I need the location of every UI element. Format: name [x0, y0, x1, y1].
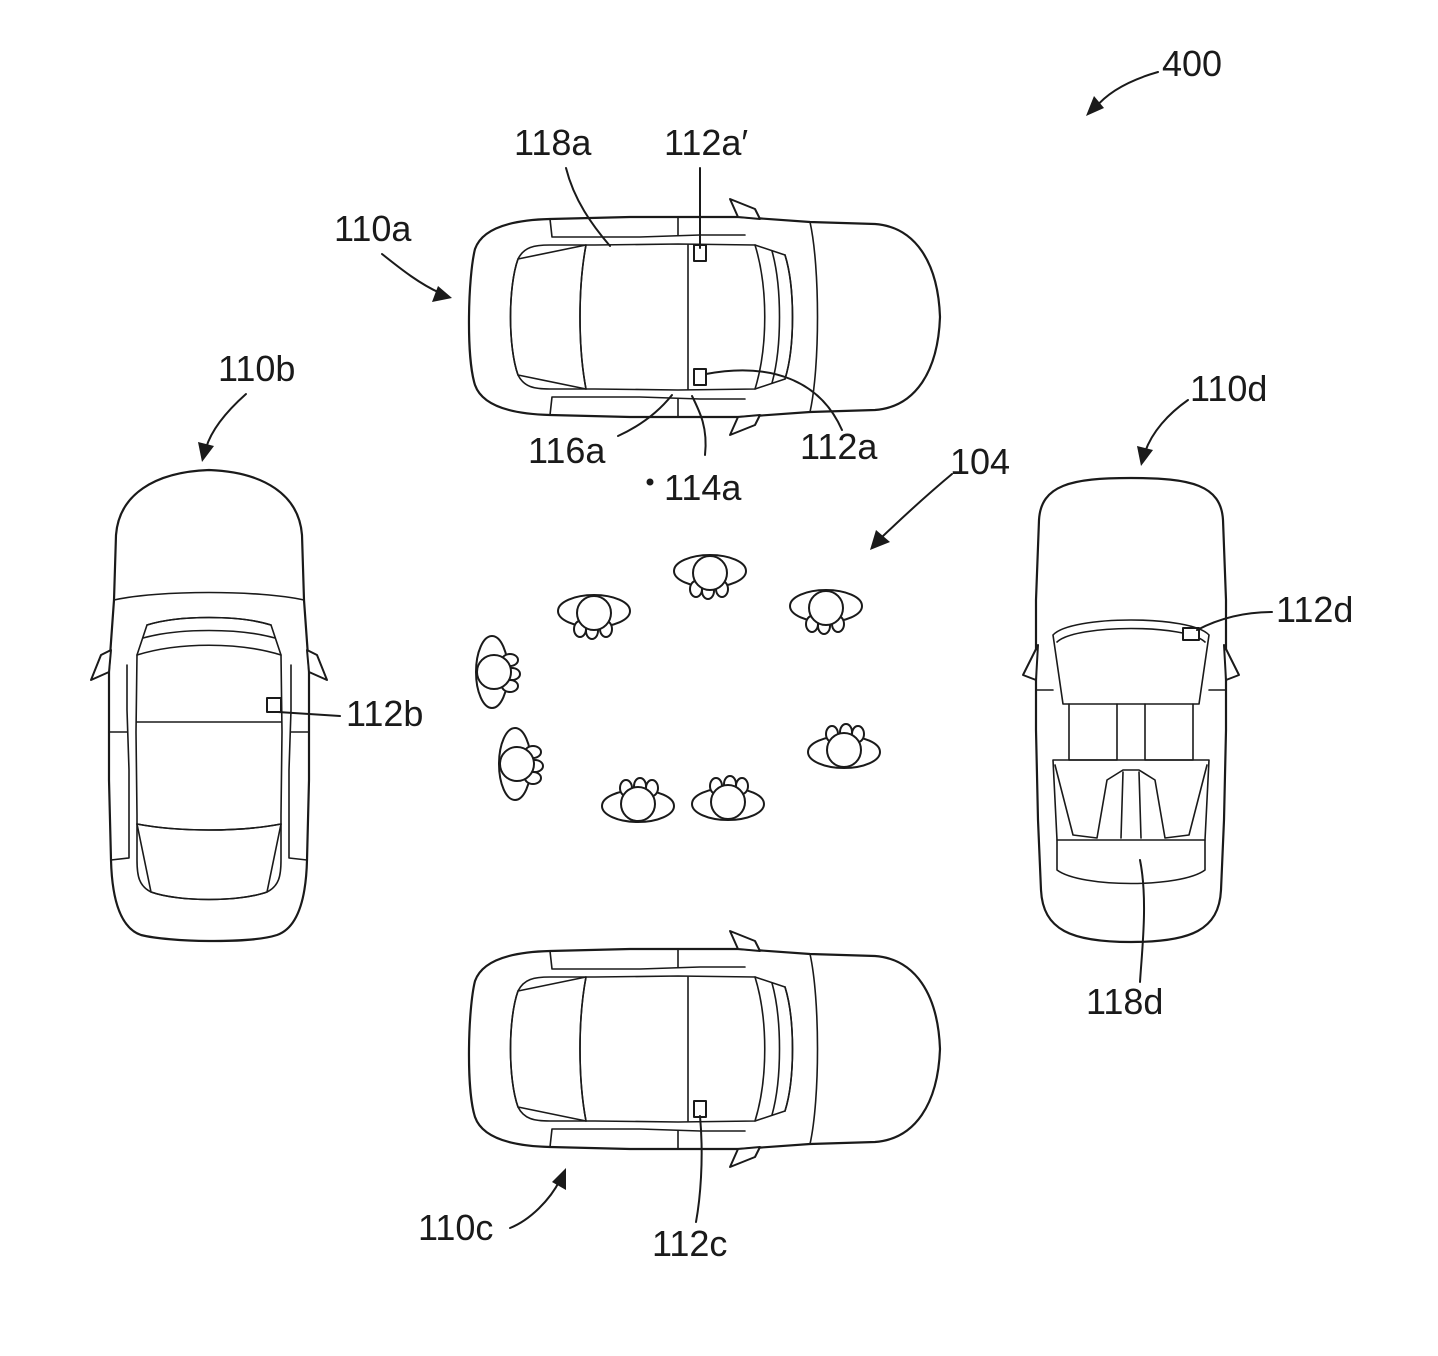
label-112a-prime: 112a′: [664, 122, 748, 163]
label-112d: 112d: [1276, 589, 1353, 630]
crowd-104: [475, 554, 881, 823]
vehicle-110d: [1022, 476, 1240, 944]
label-110d: 110d: [1190, 368, 1267, 409]
label-112c: 112c: [652, 1223, 727, 1264]
vehicle-110a: [467, 197, 942, 437]
label-104: 104: [950, 441, 1010, 482]
leader-lines: [198, 71, 1273, 1229]
label-118a: 118a: [514, 122, 592, 163]
label-118d: 118d: [1086, 981, 1163, 1022]
point-114a: [646, 478, 654, 486]
vehicle-110c: [467, 929, 942, 1169]
label-116a: 116a: [528, 430, 606, 471]
label-110a: 110a: [334, 208, 412, 249]
label-110b: 110b: [218, 348, 295, 389]
label-110c: 110c: [418, 1207, 493, 1248]
vehicle-110b: [89, 468, 329, 943]
label-114a: 114a: [664, 467, 742, 508]
label-112a: 112a: [800, 426, 878, 467]
label-112b: 112b: [346, 693, 423, 734]
label-400: 400: [1162, 43, 1222, 84]
